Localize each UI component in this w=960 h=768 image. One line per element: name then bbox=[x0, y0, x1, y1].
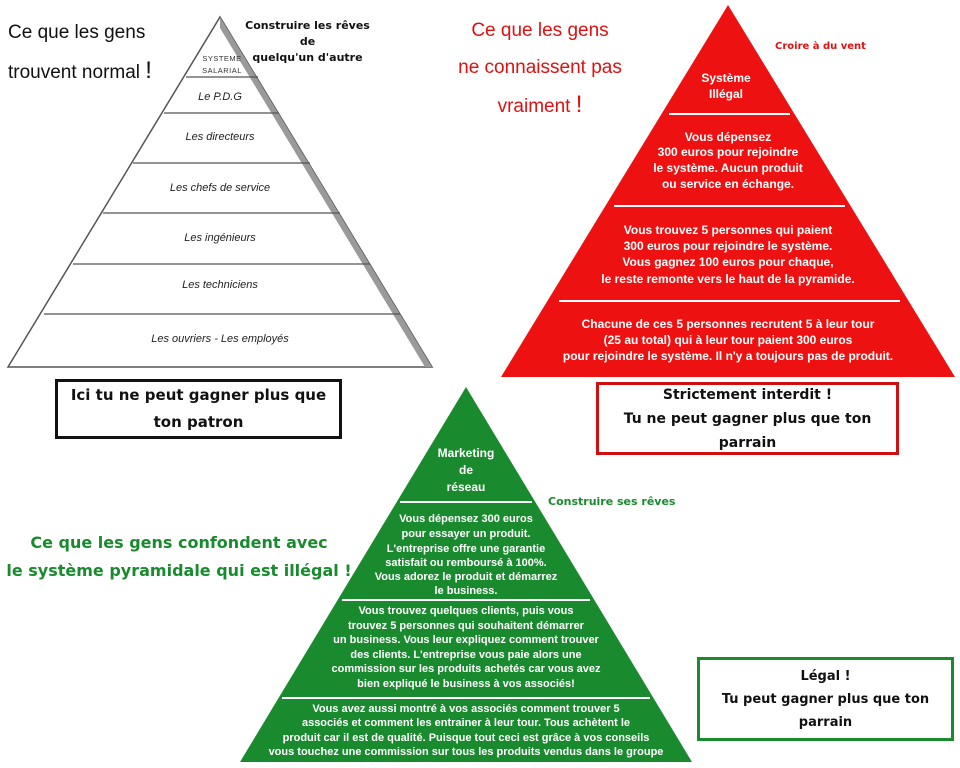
salary-level-managers: Les chefs de service bbox=[170, 182, 270, 194]
normal-caption-line2: trouvent normal ! bbox=[8, 57, 152, 84]
normal-caption: Ce que les gens trouvent normal ! bbox=[8, 14, 183, 92]
network-top-line1: Marketing bbox=[438, 446, 495, 460]
network-pyramid-shape bbox=[240, 387, 692, 762]
network-l3-line2: associés et comment les entrainer à leur… bbox=[302, 717, 630, 729]
illegal-l3-line3: pour rejoindre le système. Il n'y a touj… bbox=[563, 349, 893, 363]
illegal-l1-line3: le système. Aucun produit bbox=[653, 161, 803, 175]
network-l2-line1: Vous trouvez quelques clients, puis vous bbox=[359, 605, 574, 617]
salary-level-engineers: Les ingénieurs bbox=[184, 232, 256, 244]
network-top-line3: réseau bbox=[447, 480, 486, 494]
illegal-l1-line2: 300 euros pour rejoindre bbox=[658, 145, 799, 159]
network-l2-line6: bien expliqué le business à vos associés… bbox=[357, 678, 575, 690]
network-l1-line6: le business. bbox=[435, 585, 498, 597]
network-top-line2: de bbox=[459, 463, 473, 477]
illegal-l1-line4: ou service en échange. bbox=[662, 177, 794, 191]
network-l3-line4: vous touchez une commission sur tous les… bbox=[269, 746, 664, 758]
illegal-note: Croire à du vent bbox=[775, 41, 866, 52]
network-l1-line3: L'entreprise offre une garantie bbox=[387, 543, 546, 555]
network-l1-line2: pour essayer un produit. bbox=[402, 528, 531, 540]
illegal-top-line1: Système bbox=[701, 71, 751, 85]
salary-top-label-2: SALARIAL bbox=[202, 66, 242, 75]
network-l3-line3: produit car il est de qualité. Puisque t… bbox=[283, 732, 650, 744]
salary-pyramid-shade bbox=[220, 17, 432, 367]
network-l3-line1: Vous avez aussi montré à vos associés co… bbox=[312, 703, 619, 715]
illegal-l3-line2: (25 au total) qui à leur tour paient 300… bbox=[604, 333, 853, 347]
normal-box: Ici tu ne peut gagner plus que ton patro… bbox=[55, 379, 342, 439]
network-box: Légal ! Tu peut gagner plus que ton parr… bbox=[697, 657, 954, 741]
salary-top-label-1: SYSTEME bbox=[202, 54, 241, 63]
network-l1-line4: satisfait ou remboursé à 100%. bbox=[385, 557, 546, 569]
illegal-l2-line3: Vous gagnez 100 euros pour chaque, bbox=[622, 255, 833, 269]
network-l2-line2: trouvez 5 personnes qui souhaitent démar… bbox=[348, 620, 585, 632]
normal-caption-line1: Ce que les gens bbox=[8, 22, 146, 43]
illegal-l2-line4: le reste remonte vers le haut de la pyra… bbox=[601, 272, 854, 286]
network-note: Construire ses rêves bbox=[548, 495, 676, 508]
salary-level-workers: Les ouvriers - Les employés bbox=[151, 333, 289, 345]
network-l2-line5: commission sur les produits achetés car … bbox=[332, 663, 601, 675]
illegal-l2-line1: Vous trouvez 5 personnes qui paient bbox=[624, 223, 832, 237]
salary-level-ceo: Le P.D.G bbox=[198, 91, 242, 103]
illegal-box: Strictement interdit ! Tu ne peut gagner… bbox=[596, 382, 899, 455]
network-l2-line3: un business. Vous leur expliquez comment… bbox=[333, 634, 599, 646]
network-l2-line4: des clients. L'entreprise vous paie alor… bbox=[350, 649, 581, 661]
illegal-top-line2: Illégal bbox=[709, 87, 743, 101]
network-caption: Ce que les gens confondent avec le systè… bbox=[6, 533, 352, 580]
normal-note: Construire les rêves de quelqu'un d'autr… bbox=[245, 19, 370, 64]
network-l1-line1: Vous dépensez 300 euros bbox=[399, 513, 533, 525]
salary-level-technicians: Les techniciens bbox=[182, 279, 258, 291]
illegal-caption: Ce que les gens ne connaissent pas vraim… bbox=[458, 20, 622, 118]
illegal-l1-line1: Vous dépensez bbox=[685, 130, 771, 144]
illegal-pyramid-shape bbox=[501, 5, 955, 377]
illegal-l3-line1: Chacune de ces 5 personnes recrutent 5 à… bbox=[582, 317, 875, 331]
salary-level-directors: Les directeurs bbox=[185, 131, 255, 143]
illegal-l2-line2: 300 euros pour rejoindre le système. bbox=[624, 239, 833, 253]
network-l1-line5: Vous adorez le produit et démarrez bbox=[375, 571, 558, 583]
